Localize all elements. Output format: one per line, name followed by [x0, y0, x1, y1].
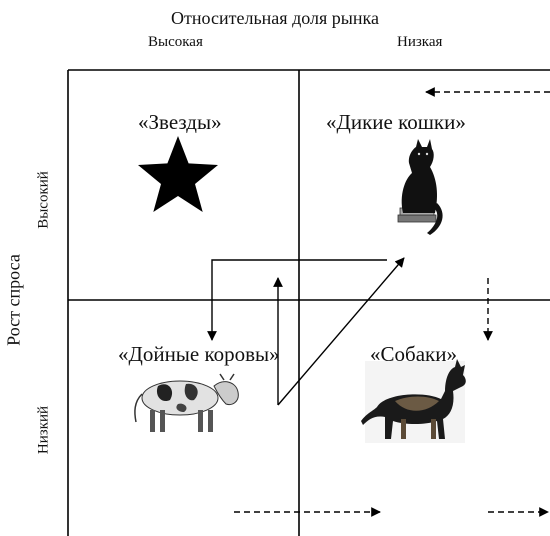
matrix-grid	[67, 69, 550, 536]
quadrant-label-wildcats: «Дикие кошки»	[326, 110, 466, 134]
quadrant-label-cows: «Дойные коровы»	[118, 342, 280, 366]
column-label-low: Низкая	[397, 34, 443, 50]
market-share-axis-title: Относительная доля рынка	[171, 8, 379, 28]
cow-icon	[134, 373, 239, 432]
quadrant-label-dogs: «Собаки»	[370, 342, 457, 366]
solid-arrows	[207, 257, 405, 406]
cat-icon	[397, 139, 443, 235]
column-label-high: Высокая	[148, 34, 203, 50]
dashed-arrows	[234, 87, 550, 517]
dog-icon	[361, 359, 466, 443]
star-icon	[138, 136, 218, 212]
arrow-wildcats-to-cows	[207, 259, 387, 341]
quadrant-label-stars: «Звезды»	[138, 110, 222, 134]
arrow-cows-to-wildcats	[277, 257, 405, 406]
